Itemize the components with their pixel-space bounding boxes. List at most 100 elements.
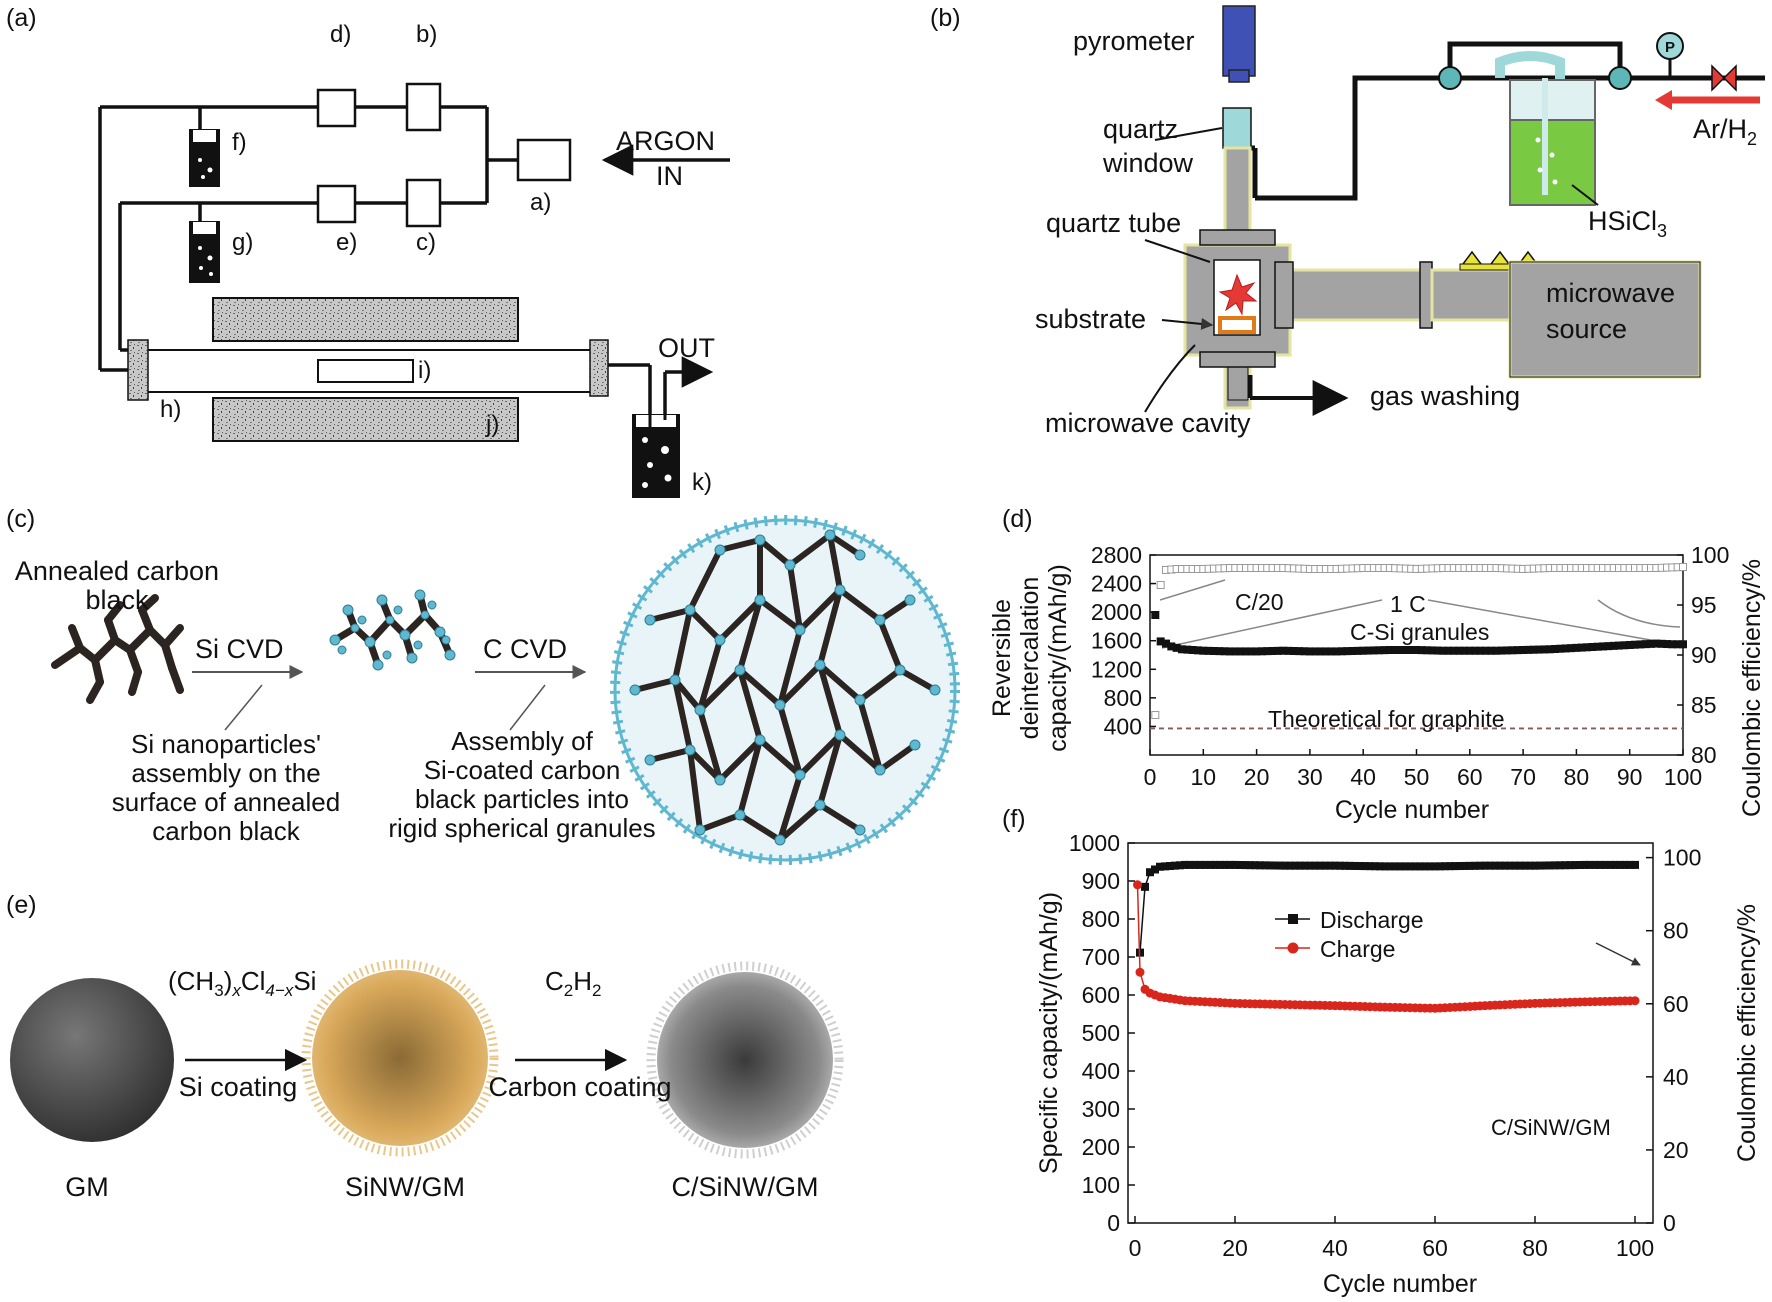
chart-f-point-discharge <box>1491 861 1499 870</box>
chart-f-point-discharge <box>1481 861 1489 870</box>
chart-d-point-capacity <box>1444 646 1453 655</box>
chart-d-point-capacity <box>1209 647 1218 655</box>
panel-label-d: (d) <box>1002 505 1033 533</box>
chart-f-point-discharge <box>1506 861 1514 870</box>
chart-d-point-capacity <box>1529 645 1538 654</box>
sample-boat-i <box>317 359 414 383</box>
chart-f-point-discharge <box>1346 861 1354 870</box>
quartz-window-label-1: quartz <box>1103 114 1178 144</box>
chart-f-ytick-label: 100 <box>1082 1172 1120 1198</box>
chart-f-point-charge <box>1135 967 1145 977</box>
chart-d-y2tick-label: 100 <box>1691 542 1729 568</box>
pressure-gauge-icon <box>1656 32 1684 60</box>
pyrometer-icon <box>1222 5 1256 77</box>
chart-f-point-discharge <box>1496 861 1504 870</box>
chart-d-point-capacity <box>1561 644 1570 653</box>
c2h2-label: C2H2 <box>545 966 602 1000</box>
chart-f-point-discharge <box>1406 862 1414 871</box>
chart-d-point-capacity <box>1369 646 1378 655</box>
chart-f-point-discharge <box>1596 860 1604 869</box>
chart-f-point-discharge <box>1561 861 1569 870</box>
gm-particle-image <box>10 978 174 1142</box>
chart-f-xlabel: Cycle number <box>1323 1270 1477 1298</box>
chart-d-point-capacity <box>1151 611 1160 619</box>
chart-f-point-discharge <box>1156 862 1164 871</box>
chart-f-y2label: Coulombic efficiency/% <box>1733 904 1761 1162</box>
panel-b-microwave-cvd: P <box>1144 5 1765 416</box>
chart-d-point-capacity <box>1161 639 1170 648</box>
chart-d-point-capacity <box>1449 646 1458 655</box>
chart-f-annotation: C/SiNW/GM <box>1491 1115 1611 1140</box>
chart-d-point-capacity <box>1231 647 1240 656</box>
flow-controller-a <box>516 138 572 182</box>
bubbler-pipe <box>1495 51 1565 100</box>
chart-d-point-capacity <box>1348 647 1357 655</box>
plasma-flame-icon <box>1218 273 1258 316</box>
chart-d-point-capacity <box>1668 640 1677 649</box>
valve-icon <box>1711 64 1737 92</box>
label-f: f) <box>232 129 247 156</box>
chart-f-point-discharge <box>1261 861 1269 870</box>
chart-f-point-discharge <box>1426 862 1434 871</box>
chart-f-point-discharge <box>1441 862 1449 871</box>
chart-f-point-discharge <box>1591 860 1599 869</box>
chart-d-point-capacity <box>1193 646 1202 655</box>
chart-f-point-discharge <box>1391 862 1399 871</box>
chart-d-point-capacity <box>1263 647 1272 656</box>
chart-f-point-discharge <box>1501 861 1509 870</box>
chart-f-point-discharge <box>1251 861 1259 870</box>
chart-f-y2tick-label: 0 <box>1663 1210 1676 1236</box>
label-i: i) <box>418 357 431 384</box>
chart-d-annotation-lines <box>1159 579 1681 649</box>
chart-d-point-capacity <box>1236 647 1245 656</box>
chart-d-y2tick-label: 80 <box>1691 742 1717 768</box>
chart-f-xtick-label: 0 <box>1129 1235 1142 1261</box>
chart-f-point-discharge <box>1276 861 1284 870</box>
label-b: b) <box>416 21 437 48</box>
chart-f-ytick-label: 200 <box>1082 1134 1120 1160</box>
chart-f-point-discharge <box>1256 861 1264 870</box>
chart-f-point-discharge <box>1191 860 1199 869</box>
chart-d-ytick-label: 1600 <box>1091 628 1142 654</box>
chart-d-point-capacity <box>1279 646 1288 655</box>
panel-c-granule-schematic <box>51 515 960 865</box>
chart-f-point-discharge <box>1476 861 1484 870</box>
chart-f-point-discharge <box>1371 862 1379 871</box>
label-g: g) <box>232 229 253 256</box>
chart-d-xtick-label: 60 <box>1457 764 1483 790</box>
sinw-gm-particle-image <box>312 970 488 1146</box>
chart-d-point-capacity <box>1460 646 1469 655</box>
pyrometer-label: pyrometer <box>1073 26 1195 56</box>
chart-d-point-capacity <box>1332 647 1341 656</box>
chart-d-point-capacity <box>1343 647 1352 656</box>
valve-node-left <box>1438 66 1462 90</box>
chart-d-xtick-label: 10 <box>1191 764 1217 790</box>
chart-d-point-capacity <box>1625 641 1634 649</box>
chart-d-point-capacity <box>1375 646 1384 655</box>
chart-d-point-capacity <box>1636 640 1645 649</box>
chart-d-point-capacity <box>1423 646 1432 655</box>
chart-f-point-discharge <box>1526 861 1534 870</box>
chart-f-point-discharge <box>1341 861 1349 870</box>
chart-f-point-discharge <box>1366 862 1374 871</box>
microwave-source-label-2: source <box>1546 314 1627 344</box>
chart-d-point-capacity <box>1220 647 1229 656</box>
furnace-top-j <box>212 297 519 342</box>
chart-d-point-capacity <box>1620 641 1629 650</box>
chart-f-point-discharge <box>1151 865 1159 874</box>
panel-label-b: (b) <box>930 4 961 32</box>
si-nano-label-4: carbon black <box>152 816 300 846</box>
chart-f-point-discharge <box>1141 882 1149 891</box>
panel-label-c: (c) <box>6 505 35 533</box>
chart-d-ytick-label: 2400 <box>1091 571 1142 597</box>
chart-f-point-discharge <box>1511 861 1519 870</box>
panel-label-f: (f) <box>1002 805 1026 833</box>
microwave-cavity-label: microwave cavity <box>1045 408 1251 438</box>
annealed-carbon-black-icon <box>51 594 184 704</box>
chart-d-point-capacity <box>1535 645 1544 654</box>
chart-d-point-capacity <box>1556 644 1565 653</box>
chart-d-xtick-label: 100 <box>1664 764 1702 790</box>
chart-d-xtick-label: 90 <box>1617 764 1643 790</box>
